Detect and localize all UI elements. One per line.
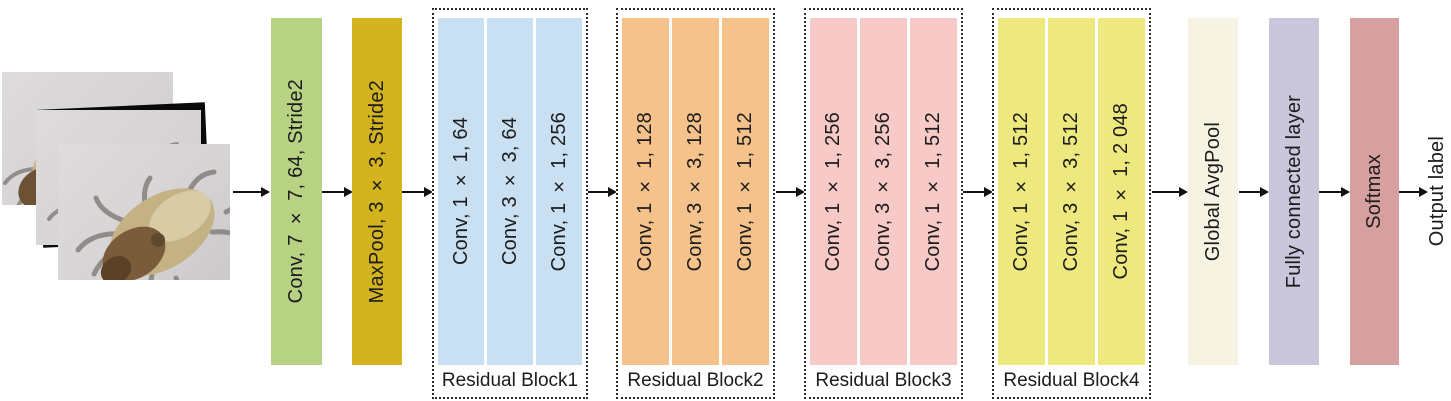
conv-layer: Conv, 3 × 3, 64 (487, 18, 533, 365)
conv-layer-label: Conv, 1 × 1, 256 (547, 111, 570, 272)
flow-arrow (963, 187, 993, 197)
conv-layer-label: Conv, 3 × 3, 512 (1060, 111, 1082, 272)
flow-arrow (402, 187, 433, 197)
conv-layer: Conv, 3 × 3, 128 (672, 18, 719, 365)
residual-block-1: Conv, 1 × 1, 64 Conv, 3 × 3, 64 Conv, 1 … (432, 8, 588, 399)
flow-arrow (776, 187, 805, 197)
residual-block-caption: Residual Block3 (815, 370, 952, 391)
conv-layer-label: Conv, 1 × 1, 512 (1010, 111, 1032, 272)
conv-layer: Conv, 3 × 3, 256 (860, 18, 907, 365)
conv-layer-label: Conv, 1 × 1, 512 (734, 111, 756, 272)
conv-layer: Conv, 1 × 1, 2 048 (1098, 18, 1145, 365)
conv-layer: Conv, 1 × 1, 64 (438, 18, 484, 365)
conv-layer: Conv, 1 × 1, 512 (722, 18, 769, 365)
maxpool-label: MaxPool, 3 × 3, Stride2 (365, 79, 388, 304)
conv-stem-block: Conv, 7 × 7, 64, Stride2 (271, 18, 322, 365)
flow-arrow (1152, 187, 1188, 197)
flow-arrow (322, 187, 353, 197)
conv-layer: Conv, 1 × 1, 128 (622, 18, 669, 365)
global-avgpool-label: Global AvgPool (1201, 121, 1224, 262)
output-label-text: Output label (1426, 136, 1448, 247)
residual-block-caption: Residual Block4 (1003, 370, 1140, 391)
aphid-photo-icon (75, 169, 230, 280)
global-avgpool-block: Global AvgPool (1188, 18, 1238, 365)
conv-layer: Conv, 1 × 1, 512 (910, 18, 957, 365)
conv-layer-label: Conv, 1 × 1, 64 (449, 117, 472, 266)
residual-block-3: Conv, 1 × 1, 256 Conv, 3 × 3, 256 Conv, … (804, 8, 963, 399)
conv-layer-label: Conv, 1 × 1, 512 (922, 111, 944, 272)
conv-layer: Conv, 1 × 1, 512 (998, 18, 1045, 365)
fully-connected-block: Fully connected layer (1269, 18, 1319, 365)
conv-layer: Conv, 1 × 1, 256 (536, 18, 582, 365)
residual-block-caption: Residual Block2 (627, 370, 764, 391)
conv-layer-label: Conv, 1 × 1, 2 048 (1110, 103, 1132, 280)
conv-layer: Conv, 3 × 3, 512 (1048, 18, 1095, 365)
flow-arrow (1319, 187, 1350, 197)
input-photo-front (58, 144, 230, 280)
conv-stem-label: Conv, 7 × 7, 64, Stride2 (285, 79, 307, 304)
fully-connected-label: Fully connected layer (1282, 94, 1305, 289)
flow-arrow (1239, 187, 1269, 197)
flow-arrow (1399, 187, 1428, 197)
conv-layer: Conv, 1 × 1, 256 (810, 18, 857, 365)
softmax-block: Softmax (1350, 18, 1399, 365)
residual-block-caption: Residual Block1 (441, 370, 579, 391)
conv-layer-label: Conv, 3 × 3, 64 (498, 117, 521, 266)
flow-arrow (588, 187, 617, 197)
conv-layer-label: Conv, 3 × 3, 128 (684, 111, 706, 272)
conv-layer-label: Conv, 1 × 1, 256 (822, 111, 844, 272)
conv-layer-label: Conv, 3 × 3, 256 (872, 111, 894, 272)
flow-arrow (233, 187, 270, 197)
output-label: Output label (1424, 18, 1451, 365)
maxpool-block: MaxPool, 3 × 3, Stride2 (352, 18, 402, 365)
residual-block-2: Conv, 1 × 1, 128 Conv, 3 × 3, 128 Conv, … (616, 8, 775, 399)
conv-layer-label: Conv, 1 × 1, 128 (634, 111, 656, 272)
softmax-label: Softmax (1363, 154, 1385, 229)
residual-block-4: Conv, 1 × 1, 512 Conv, 3 × 3, 512 Conv, … (992, 8, 1151, 399)
